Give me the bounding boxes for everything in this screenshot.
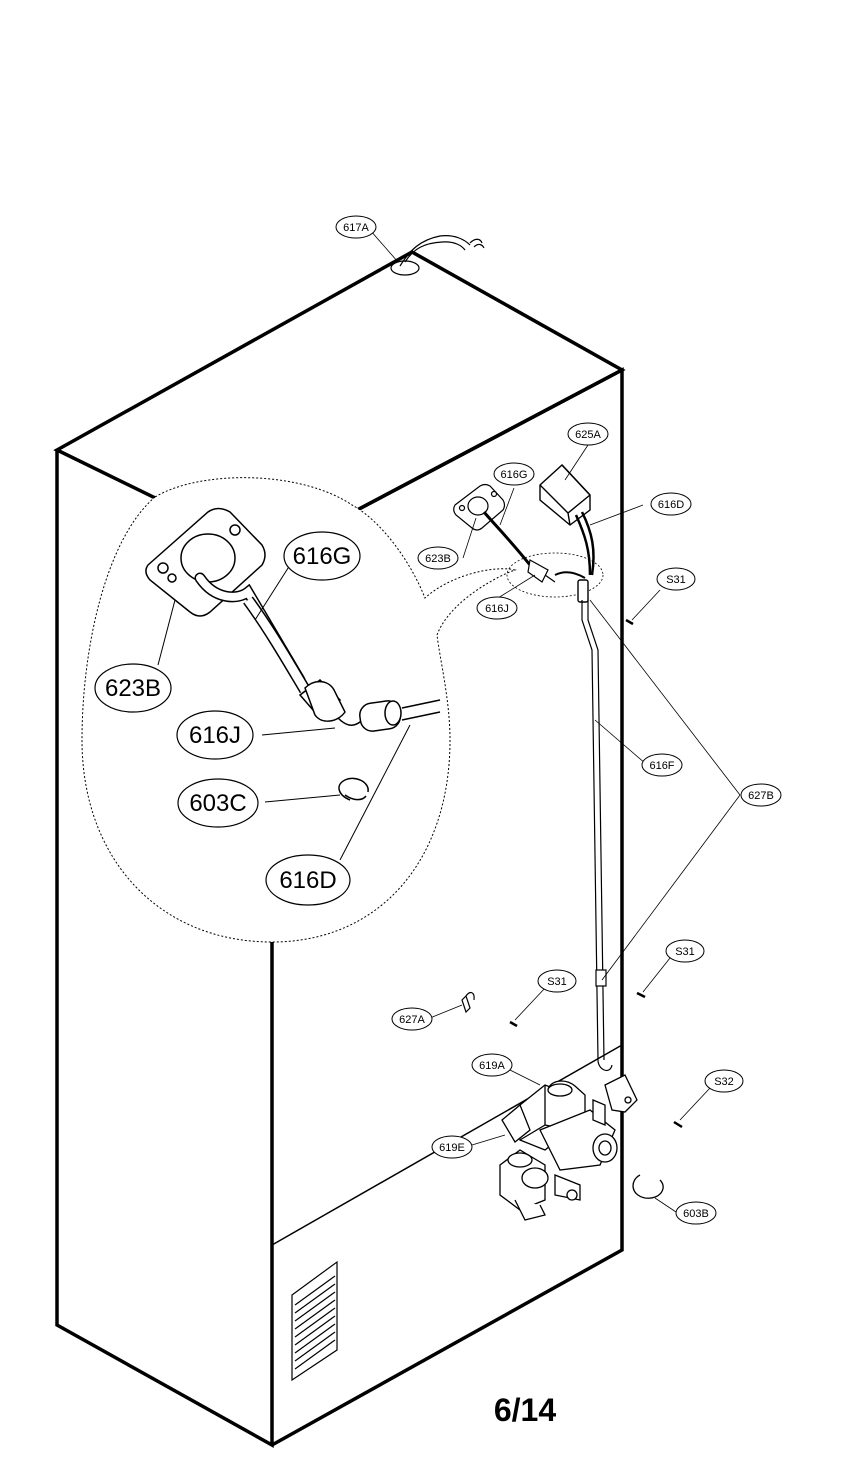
svg-text:S32: S32 [714, 1076, 734, 1088]
page-number: 6/14 [493, 1392, 557, 1428]
callout-616D-small: 616D [650, 492, 692, 516]
svg-text:616D: 616D [658, 499, 684, 511]
snap-ring-603B [632, 1174, 664, 1199]
inlet-fitting-small [453, 483, 556, 583]
svg-text:625A: 625A [575, 429, 601, 441]
callout-S31-mid: S31 [665, 939, 705, 963]
svg-text:619E: 619E [439, 1142, 465, 1154]
svg-text:616D: 616D [279, 867, 336, 894]
callout-619A: 619A [471, 1053, 513, 1077]
water-inlet-valve [499, 1074, 638, 1221]
retaining-clip-large [338, 777, 369, 801]
svg-text:627B: 627B [748, 790, 774, 802]
callout-623B-small: 623B [417, 546, 459, 570]
svg-text:616G: 616G [501, 469, 528, 481]
callout-S31-low: S31 [537, 969, 577, 993]
svg-text:619A: 619A [479, 1060, 505, 1072]
svg-text:616G: 616G [293, 543, 352, 570]
callout-603C-large: 603C [177, 778, 259, 828]
svg-text:616F: 616F [649, 760, 674, 772]
svg-text:627A: 627A [399, 1014, 425, 1026]
tube-connector-large [298, 679, 441, 732]
svg-text:623B: 623B [425, 553, 451, 565]
svg-text:616J: 616J [189, 722, 241, 749]
svg-text:603B: 603B [683, 1208, 709, 1220]
screw-S32 [673, 1120, 683, 1129]
water-filter-cap-assembly [539, 464, 595, 603]
callout-627A: 627A [391, 1007, 433, 1031]
callout-616J-large: 616J [176, 710, 254, 760]
callout-S32: S32 [704, 1069, 744, 1093]
callout-S31-top: S31 [656, 567, 696, 591]
power-cord-bushing [390, 235, 485, 276]
screw-S31-low [509, 1020, 518, 1028]
screw-S31-top [625, 618, 634, 626]
callout-616F: 616F [641, 753, 683, 777]
callout-616G-small: 616G [493, 462, 535, 486]
water-tube-large [243, 596, 311, 694]
connection-highlight [506, 552, 604, 598]
screw-S31-mid [636, 991, 646, 999]
svg-text:S31: S31 [675, 946, 695, 958]
callout-616G-large: 616G [283, 531, 361, 581]
detail-bubble: 616G 623B 616J 603C 616D [81, 477, 517, 943]
callout-616D-large: 616D [265, 854, 351, 906]
leader-lines [369, 229, 741, 1213]
callout-625A: 625A [567, 422, 609, 446]
tube-clamp-627A [461, 991, 475, 1014]
callout-616J-small: 616J [476, 596, 518, 620]
svg-text:S31: S31 [666, 574, 686, 586]
svg-text:616J: 616J [485, 603, 509, 615]
svg-text:623B: 623B [105, 675, 161, 702]
vent-grille [291, 1260, 338, 1382]
callout-617A: 617A [335, 215, 377, 239]
svg-text:S31: S31 [547, 976, 567, 988]
water-tube-616F [581, 600, 613, 1072]
callout-623B-large: 623B [94, 663, 172, 713]
callout-619E: 619E [431, 1135, 473, 1159]
callout-603B: 603B [675, 1201, 717, 1225]
inlet-fitting-plate-large [145, 507, 306, 686]
svg-text:617A: 617A [343, 222, 369, 234]
callout-627B: 627B [740, 783, 782, 807]
svg-text:603C: 603C [189, 790, 246, 817]
